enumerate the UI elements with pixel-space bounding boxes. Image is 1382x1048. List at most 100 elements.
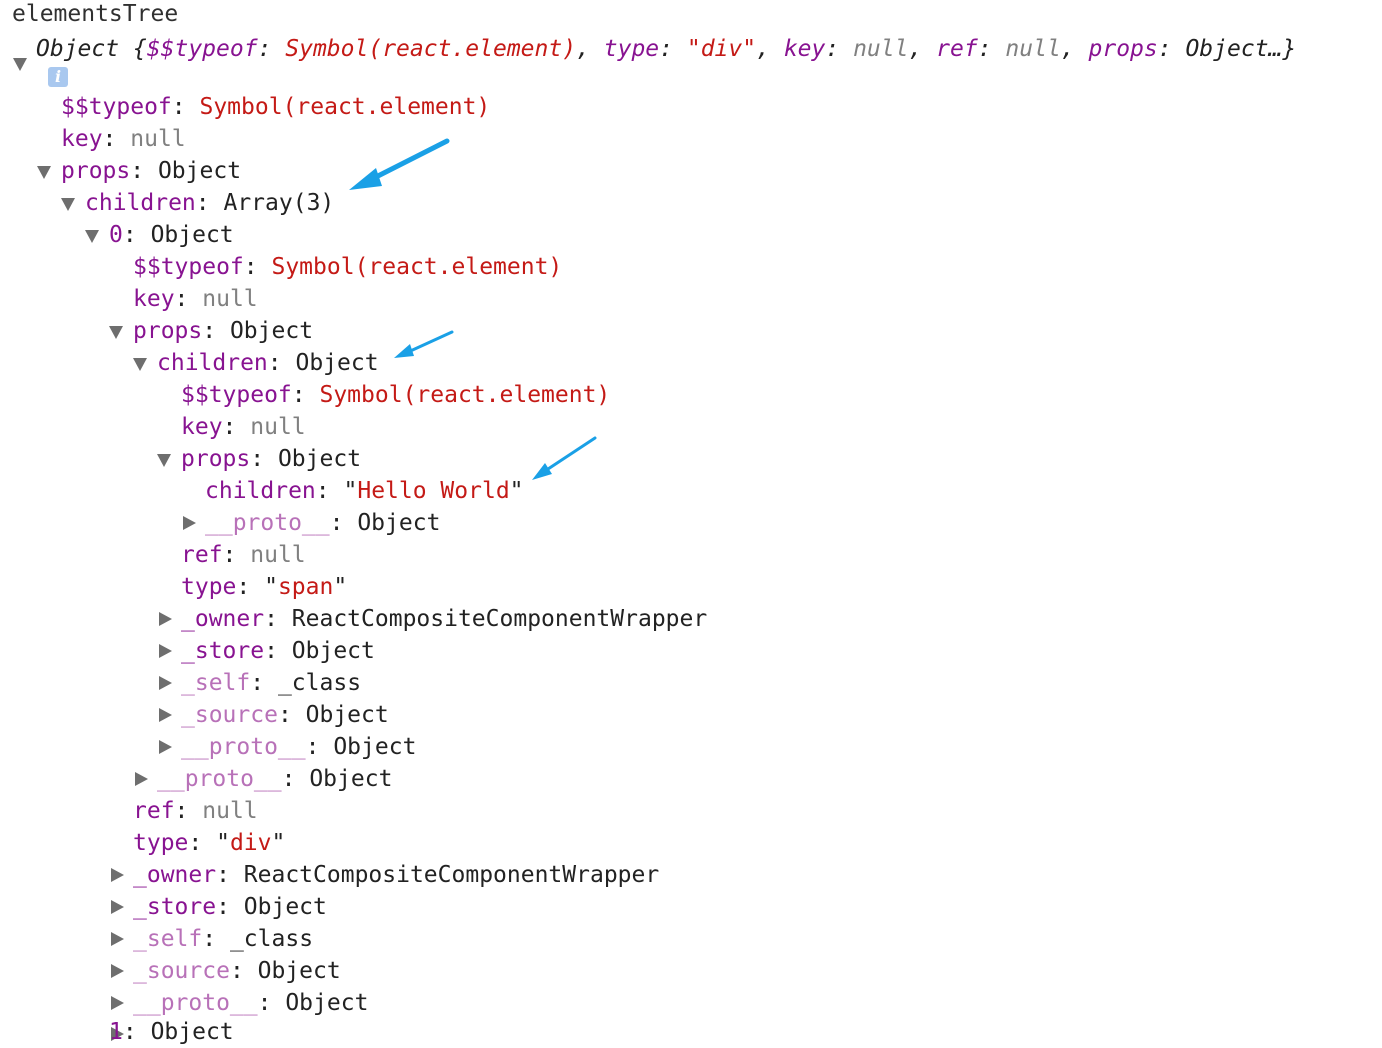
colon: : (305, 734, 334, 760)
property-value: Object (333, 734, 417, 760)
expand-triangle-icon[interactable] (61, 198, 75, 211)
property-value: Object (243, 894, 327, 920)
colon: : (102, 126, 131, 152)
collapse-triangle-icon[interactable] (111, 964, 124, 978)
colon: : (1157, 36, 1186, 62)
property-value: Symbol(react.element) (271, 254, 563, 280)
property-row[interactable]: _owner: ReactCompositeComponentWrapper (181, 603, 707, 635)
info-icon[interactable]: i (48, 67, 68, 87)
expand-triangle-icon[interactable] (13, 58, 27, 71)
property-row[interactable]: props: Object (61, 155, 241, 187)
property-key: $$typeof (133, 254, 244, 280)
collapse-triangle-icon[interactable] (159, 708, 172, 722)
property-key: _store (133, 894, 217, 920)
collapse-triangle-icon[interactable] (111, 996, 124, 1010)
colon: : (267, 350, 296, 376)
colon: : (329, 510, 358, 536)
colon: : (315, 478, 344, 504)
colon: : (188, 830, 217, 856)
expand-triangle-icon[interactable] (37, 166, 51, 179)
expand-triangle-icon[interactable] (133, 358, 147, 371)
property-key: __proto__ (181, 734, 306, 760)
colon: : (277, 702, 306, 728)
property-row: key: null (133, 283, 258, 315)
property-row[interactable]: _source: Object (133, 955, 341, 987)
colon: : (174, 286, 203, 312)
property-key: key (133, 286, 175, 312)
annotation-arrow-props (349, 138, 450, 190)
collapse-triangle-icon[interactable] (159, 612, 172, 626)
property-value: Object (305, 702, 389, 728)
colon: : (264, 606, 292, 632)
collapse-triangle-icon[interactable] (159, 644, 172, 658)
property-key: 0 (109, 222, 123, 248)
collapse-triangle-icon[interactable] (111, 900, 124, 914)
annotation-arrow-hello-world (532, 436, 597, 480)
property-row[interactable]: 0: Object (109, 219, 234, 251)
property-row[interactable]: __proto__: Object (181, 731, 416, 763)
property-key: props (61, 158, 131, 184)
quote-mark: " (216, 830, 230, 856)
collapse-triangle-icon[interactable] (111, 1027, 124, 1041)
collapse-triangle-icon[interactable] (135, 772, 148, 786)
colon: : (264, 638, 292, 664)
property-row[interactable]: __proto__: Object (157, 763, 392, 795)
property-key: children (157, 350, 268, 376)
colon: : (291, 382, 320, 408)
property-row[interactable]: props: Object (133, 315, 313, 347)
property-row[interactable]: _store: Object (181, 635, 375, 667)
root-object-summary[interactable]: Object {$$typeof: Symbol(react.element),… (36, 33, 1296, 65)
property-row: key: null (181, 411, 306, 443)
property-key: _store (181, 638, 265, 664)
summary-value: "div" (686, 36, 757, 62)
property-value: Object (285, 990, 369, 1016)
colon: : (977, 36, 1006, 62)
property-row[interactable]: props: Object (181, 443, 361, 475)
property-row[interactable]: __proto__: Object (205, 507, 440, 539)
expand-triangle-icon[interactable] (157, 454, 171, 467)
property-row[interactable]: 1: Object (109, 1016, 234, 1048)
property-row[interactable]: children: Array(3) (85, 187, 334, 219)
collapse-triangle-icon[interactable] (183, 516, 196, 530)
property-row: key: null (61, 123, 186, 155)
comma: , (756, 36, 784, 62)
property-row[interactable]: children: Object (157, 347, 379, 379)
colon: : (122, 222, 151, 248)
collapse-triangle-icon[interactable] (111, 932, 124, 946)
property-key: $$typeof (181, 382, 292, 408)
summary-value: Object…} (1185, 36, 1297, 62)
property-row[interactable]: __proto__: Object (133, 987, 368, 1019)
property-value: Symbol(react.element) (199, 94, 491, 120)
property-row[interactable]: _self: _class (133, 923, 313, 955)
property-key: ref (133, 798, 175, 824)
colon: : (250, 670, 278, 696)
colon: : (216, 894, 244, 920)
property-value: ReactCompositeComponentWrapper (291, 606, 708, 632)
property-value: _class (277, 670, 362, 696)
collapse-triangle-icon[interactable] (159, 740, 172, 754)
expand-triangle-icon[interactable] (109, 326, 123, 339)
property-key: key (181, 414, 223, 440)
collapse-triangle-icon[interactable] (159, 676, 172, 690)
property-row[interactable]: _source: Object (181, 699, 389, 731)
colon: : (257, 990, 286, 1016)
property-value: Object (357, 510, 441, 536)
property-row[interactable]: _owner: ReactCompositeComponentWrapper (133, 859, 659, 891)
property-row: type: "span" (181, 571, 347, 603)
property-value: null (130, 126, 186, 152)
expand-triangle-icon[interactable] (85, 230, 99, 243)
property-row[interactable]: _self: _class (181, 667, 361, 699)
property-row[interactable]: _store: Object (133, 891, 327, 923)
property-key: children (205, 478, 316, 504)
annotation-arrow-children (394, 330, 454, 358)
property-value: Object (291, 638, 375, 664)
colon: : (122, 1019, 151, 1045)
property-key: ref (181, 542, 223, 568)
collapse-triangle-icon[interactable] (111, 868, 124, 882)
property-value: Object (150, 1019, 234, 1045)
property-value: Array(3) (223, 190, 335, 216)
summary-key: ref (936, 36, 978, 62)
comma: , (1060, 36, 1089, 62)
colon: : (171, 94, 200, 120)
